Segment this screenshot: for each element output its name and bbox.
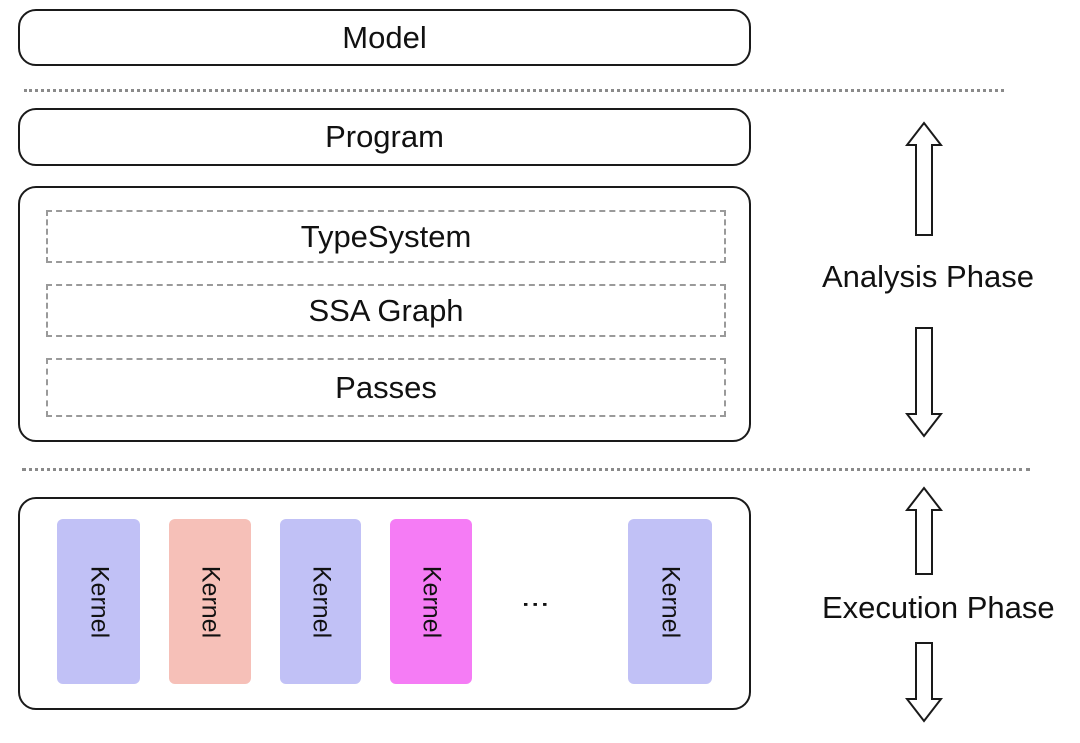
kernel-ellipsis: ⋮ (520, 590, 552, 619)
typesystem-label: TypeSystem (300, 218, 472, 254)
passes-layer: Passes (46, 358, 726, 417)
analysis-phase-label: Analysis Phase (822, 259, 1034, 294)
separator-top (24, 89, 1004, 92)
model-label: Model (342, 19, 427, 55)
analysis-down-arrow-icon (905, 327, 943, 438)
model-box: Model (18, 9, 751, 66)
execution-down-arrow-icon (905, 642, 943, 723)
kernel-5: Kernel (628, 519, 712, 684)
execution-phase-label: Execution Phase (822, 590, 1055, 625)
ssa-graph-layer: SSA Graph (46, 284, 726, 337)
kernel-4-label: Kernel (417, 565, 446, 638)
passes-label: Passes (335, 369, 437, 405)
typesystem-layer: TypeSystem (46, 210, 726, 263)
kernel-2-label: Kernel (196, 565, 225, 638)
kernel-3: Kernel (280, 519, 361, 684)
program-box: Program (18, 108, 751, 166)
separator-middle (22, 468, 1030, 471)
program-label: Program (325, 119, 444, 154)
kernel-1: Kernel (57, 519, 140, 684)
kernel-5-label: Kernel (656, 565, 685, 638)
ssa-graph-label: SSA Graph (308, 292, 464, 328)
kernel-4: Kernel (390, 519, 472, 684)
analysis-up-arrow-icon (905, 121, 943, 236)
kernel-2: Kernel (169, 519, 251, 684)
execution-up-arrow-icon (905, 486, 943, 575)
kernel-3-label: Kernel (307, 565, 335, 638)
kernel-1-label: Kernel (85, 565, 113, 638)
